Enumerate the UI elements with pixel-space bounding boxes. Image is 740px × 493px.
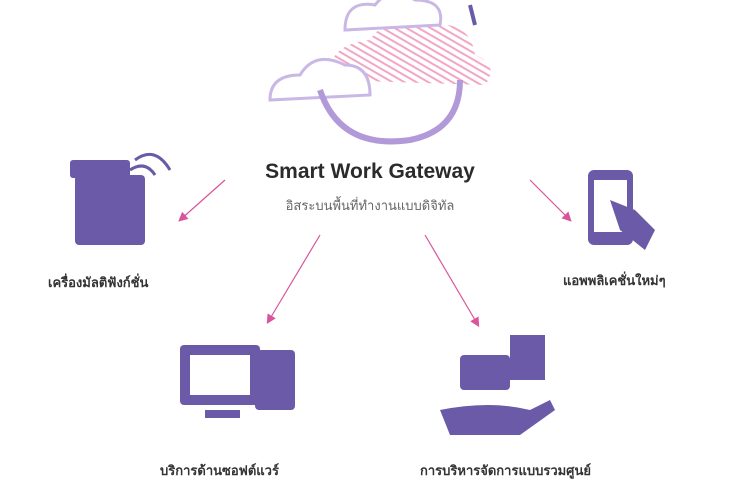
label-apps: แอพพลิเคชั่นใหม่ๆ <box>563 274 666 289</box>
managed-print-icon <box>440 335 555 435</box>
diagram-title: Smart Work Gateway <box>265 160 475 183</box>
printer-icon <box>70 160 145 245</box>
label-central-management: การบริหารจัดการแบบรวมศูนย์ <box>420 464 591 479</box>
wireless-icon <box>129 152 172 176</box>
cloud-icon <box>268 0 491 145</box>
connector-arrows <box>178 179 572 328</box>
label-mfp: เครื่องมัลติฟังก์ชั่น <box>48 276 149 291</box>
tablet-touch-icon <box>588 170 655 250</box>
computer-software-icon <box>180 345 295 418</box>
label-software: บริการด้านซอฟต์แวร์ <box>160 464 279 479</box>
diagram-subtitle: อิสระบนพื้นที่ทำงานแบบดิจิทัล <box>285 199 455 214</box>
